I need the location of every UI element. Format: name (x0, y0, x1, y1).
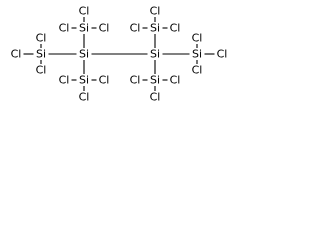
atom-si2: Si (79, 48, 89, 61)
atom-si1: Si (79, 22, 89, 35)
atom-cl13: Cl (192, 32, 203, 45)
atom-cl4: Cl (36, 32, 47, 45)
atom-cl10: Cl (150, 5, 161, 18)
atom-si3: Si (36, 48, 46, 61)
atom-cl9: Cl (79, 91, 90, 104)
atom-cl14: Cl (217, 48, 228, 61)
atom-cl11: Cl (130, 22, 141, 35)
atom-cl17: Cl (170, 74, 181, 87)
atom-cl7: Cl (59, 74, 70, 87)
atom-si6: Si (150, 22, 160, 35)
atom-si8: Si (150, 74, 160, 87)
atom-cl12: Cl (170, 22, 181, 35)
atom-cl16: Cl (130, 74, 141, 87)
atom-cl2: Cl (59, 22, 70, 35)
atom-cl18: Cl (150, 91, 161, 104)
atom-cl1: Cl (79, 5, 90, 18)
atom-cl3: Cl (99, 22, 110, 35)
atom-si4: Si (79, 74, 89, 87)
atom-si5: Si (150, 48, 160, 61)
atom-cl6: Cl (11, 48, 22, 61)
bonds (23, 17, 215, 91)
atom-cl8: Cl (99, 74, 110, 87)
atom-cl15: Cl (192, 64, 203, 77)
atom-cl5: Cl (36, 64, 47, 77)
atom-si7: Si (192, 48, 202, 61)
